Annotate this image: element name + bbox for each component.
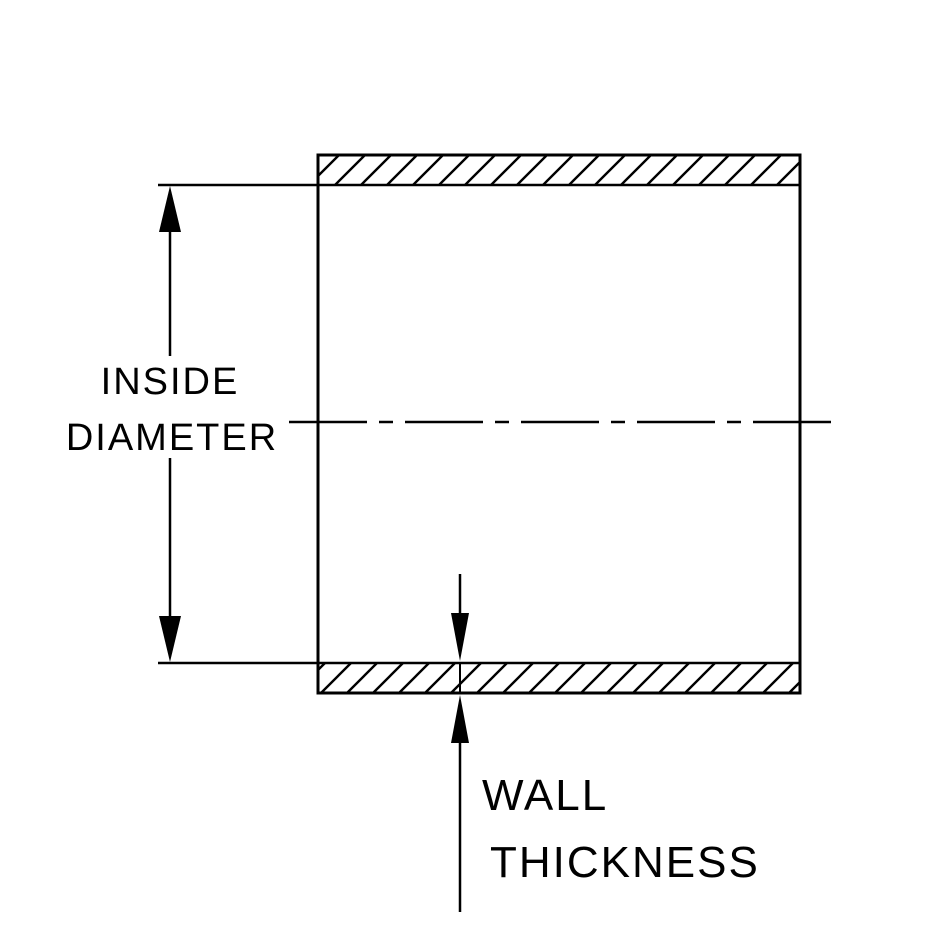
wall-thickness-label-line2: THICKNESS [490,838,760,887]
wall-thickness-arrow-down-icon [451,613,469,661]
arrow-down-icon [159,616,181,662]
wall-thickness-label-line1: WALL [482,771,608,820]
tube-outline [316,153,802,695]
wall-thickness-arrow-up-icon [451,695,469,743]
top-wall-hatch [318,155,800,185]
inside-diameter-label-line1: INSIDE [101,361,240,403]
inside-diameter-label-line2: DIAMETER [66,417,278,459]
arrow-up-icon [159,186,181,232]
bottom-wall-hatch [318,663,800,693]
